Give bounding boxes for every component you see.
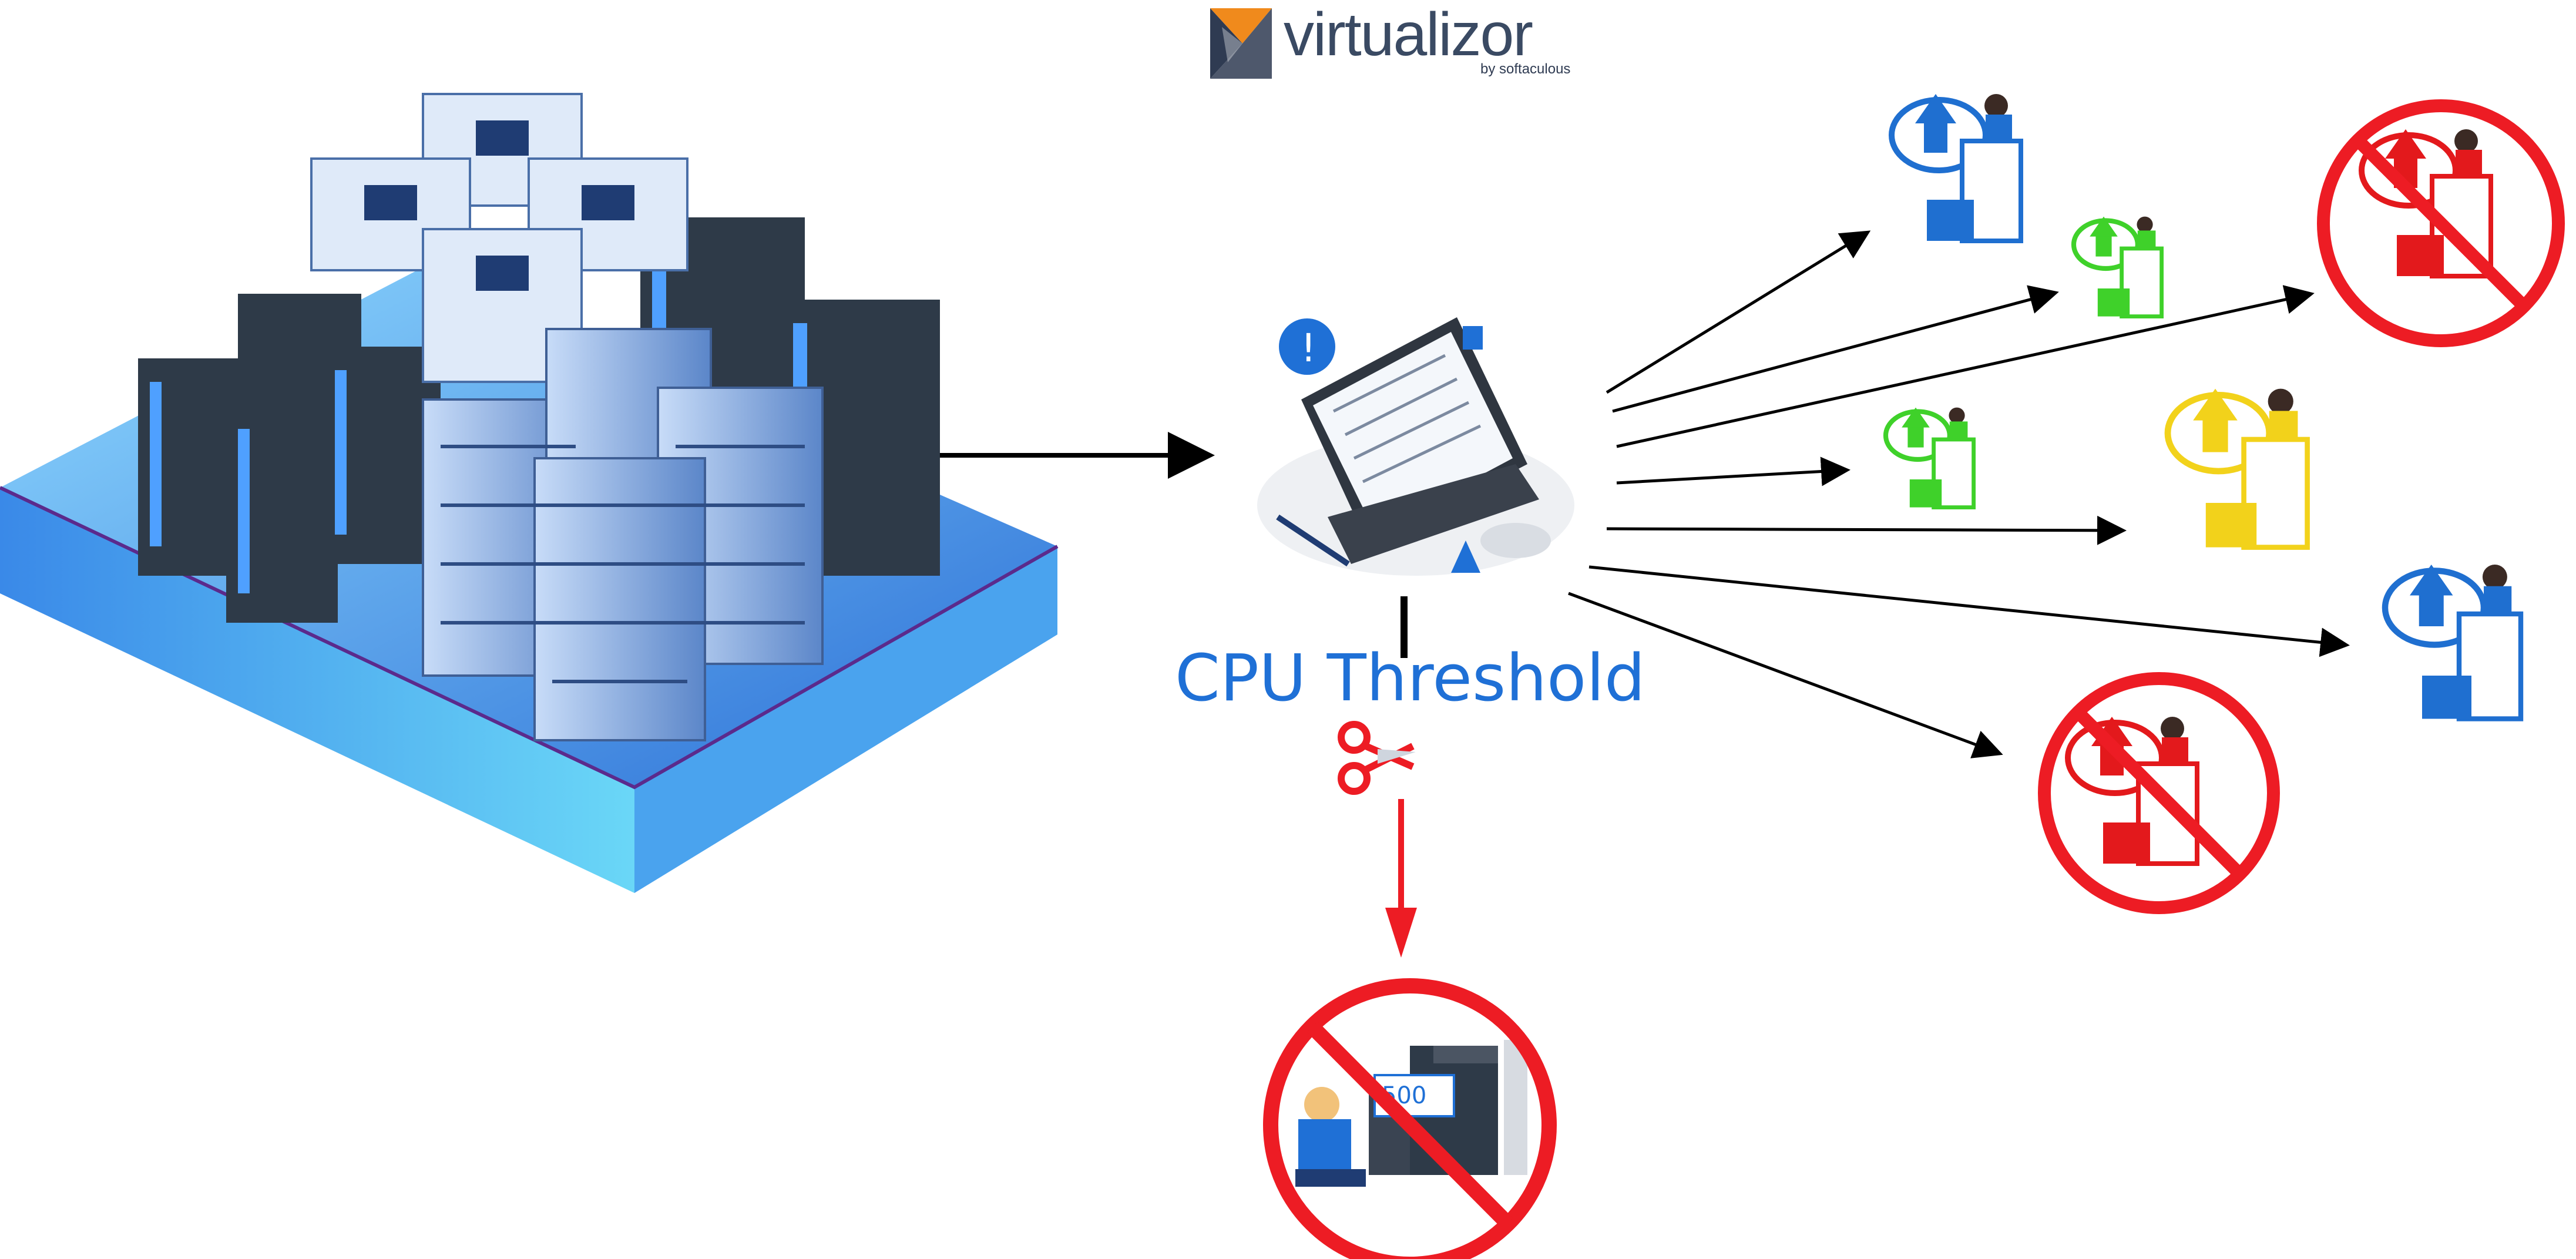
prohibited-sign-icon xyxy=(2038,672,2280,914)
laptop-control-panel-icon: ! xyxy=(1257,317,1574,576)
arrow-to-vps-1 xyxy=(1606,230,1871,394)
cpu-threshold-label: CPU Threshold xyxy=(1175,640,1645,716)
cloud-upload-vps-icon xyxy=(2071,216,2164,319)
arrow-cut-head xyxy=(1385,908,1417,958)
arrow-to-vps-5 xyxy=(1606,515,2127,545)
logo-tagline: by softaculous xyxy=(1480,61,1571,77)
cloud-upload-vps-icon xyxy=(2164,388,2310,550)
cloud-upload-vps-icon xyxy=(2065,717,2199,866)
scissors-icon xyxy=(1338,721,1416,795)
arrow-to-vps-3 xyxy=(1616,285,2315,448)
virtualizor-logo-mark-icon xyxy=(1210,8,1272,79)
arrow-to-vps-7 xyxy=(1568,592,2003,758)
arrow-to-vps-6 xyxy=(1588,565,2350,657)
cloud-upload-vps-icon xyxy=(1883,407,1976,510)
cloud-upload-vps-icon xyxy=(2382,565,2524,721)
arrow-to-vps-4 xyxy=(1616,456,1850,486)
prohibited-sign-icon xyxy=(2317,99,2565,347)
virtualizor-logo: virtualizor by softaculous xyxy=(1207,1,1583,80)
overloaded-server-prohibited-icon: 500 xyxy=(1263,978,1557,1259)
server-datacenter-icon xyxy=(0,93,1059,893)
fanout-arrows xyxy=(1568,230,2350,758)
arrow-to-vps-2 xyxy=(1612,285,2059,413)
logo-wordmark: virtualizor xyxy=(1284,1,1533,69)
cloud-upload-vps-icon xyxy=(1889,94,2023,243)
svg-text:!: ! xyxy=(1301,325,1316,371)
